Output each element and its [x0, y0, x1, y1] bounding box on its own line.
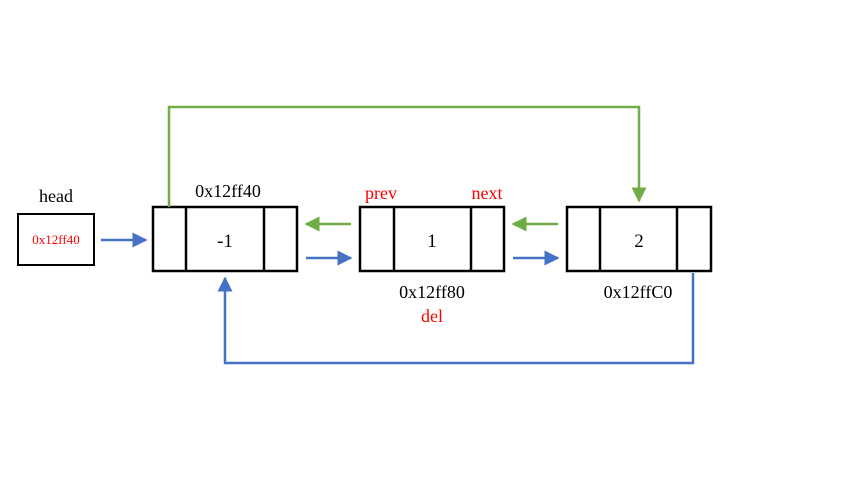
head-value: 0x12ff40	[32, 232, 79, 247]
sentinel-prev-wrap-arrow	[167, 105, 647, 207]
next-pointers	[101, 232, 695, 365]
node-box	[151, 205, 299, 273]
node-box	[358, 205, 506, 273]
node-address: 0x12ffC0	[604, 282, 673, 302]
node-value: 1	[427, 231, 437, 252]
node-address: 0x12ff40	[195, 181, 261, 201]
del-label: del	[421, 306, 443, 326]
list-node-tail: 2 0x12ffC0	[565, 205, 713, 302]
head-box	[17, 213, 95, 266]
node-value: -1	[217, 231, 233, 252]
node-value: 2	[634, 231, 644, 252]
head-pointer: head 0x12ff40	[17, 186, 95, 266]
prev-pointers	[167, 105, 647, 232]
list-node-sentinel: -1 0x12ff40	[151, 181, 299, 273]
node-address: 0x12ff80	[399, 282, 465, 302]
node-box	[565, 205, 713, 273]
list-node-del: 1 prev next 0x12ff80 del	[358, 183, 506, 326]
prev-label: prev	[365, 183, 397, 203]
next-label: next	[472, 183, 503, 203]
head-label: head	[39, 186, 73, 206]
tail-next-wrap-arrow	[217, 273, 695, 365]
